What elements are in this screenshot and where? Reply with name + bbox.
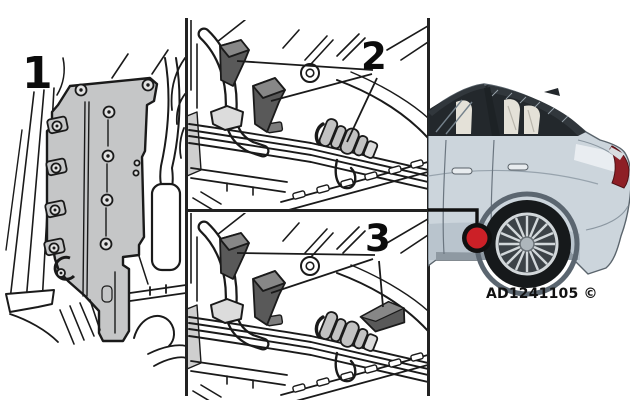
image-reference-code: AD1241105 © bbox=[486, 286, 598, 302]
shield-groove bbox=[86, 101, 90, 297]
rear-wheel bbox=[474, 191, 580, 297]
locator-callout-line bbox=[428, 208, 479, 224]
shield-recess bbox=[101, 285, 113, 303]
body-line bbox=[56, 57, 65, 96]
wheel-liner-arc bbox=[133, 314, 175, 347]
callout-label-1: 1 bbox=[22, 48, 53, 99]
panel-divider-left bbox=[185, 18, 188, 396]
panel-divider-horizontal bbox=[186, 209, 431, 212]
taillight bbox=[609, 145, 630, 189]
callout-label-3: 3 bbox=[365, 217, 391, 260]
cross-member bbox=[5, 289, 55, 313]
callout-2-leader-lines bbox=[236, 60, 378, 143]
underbody-shield-view bbox=[5, 49, 186, 367]
door-handle bbox=[507, 163, 529, 171]
body-line bbox=[153, 356, 186, 367]
door-handle bbox=[451, 167, 473, 175]
fuel-line-detail-view-3 bbox=[187, 213, 428, 400]
body-line bbox=[5, 129, 23, 251]
body-line bbox=[147, 344, 186, 355]
body-line bbox=[25, 89, 45, 303]
callout-label-2: 2 bbox=[361, 35, 387, 78]
body-line bbox=[9, 91, 35, 301]
sill-rail bbox=[129, 284, 186, 302]
body-line bbox=[9, 313, 59, 343]
car-windows bbox=[428, 84, 586, 136]
exhaust-pipe bbox=[150, 57, 182, 272]
shield-screws bbox=[48, 78, 155, 278]
shield-groove bbox=[82, 101, 86, 297]
callout-3-leader-lines bbox=[236, 252, 384, 308]
hatch-lines bbox=[59, 299, 101, 345]
red-location-marker bbox=[462, 223, 492, 253]
fuel-line-detail-view-2 bbox=[187, 20, 428, 210]
underbody-shield-plate bbox=[43, 76, 159, 343]
connector-cover bbox=[359, 300, 406, 333]
rear-glass-hatch bbox=[491, 89, 569, 123]
vehicle-locator-view bbox=[428, 83, 630, 297]
body-line bbox=[111, 53, 129, 79]
shield-cutout bbox=[53, 255, 76, 281]
b-pillar bbox=[484, 87, 500, 136]
body-line bbox=[151, 49, 169, 75]
glass-reflections bbox=[435, 99, 473, 135]
antenna-fin bbox=[544, 88, 560, 96]
heat-shield-curves bbox=[170, 57, 186, 159]
car-seats bbox=[456, 99, 540, 134]
